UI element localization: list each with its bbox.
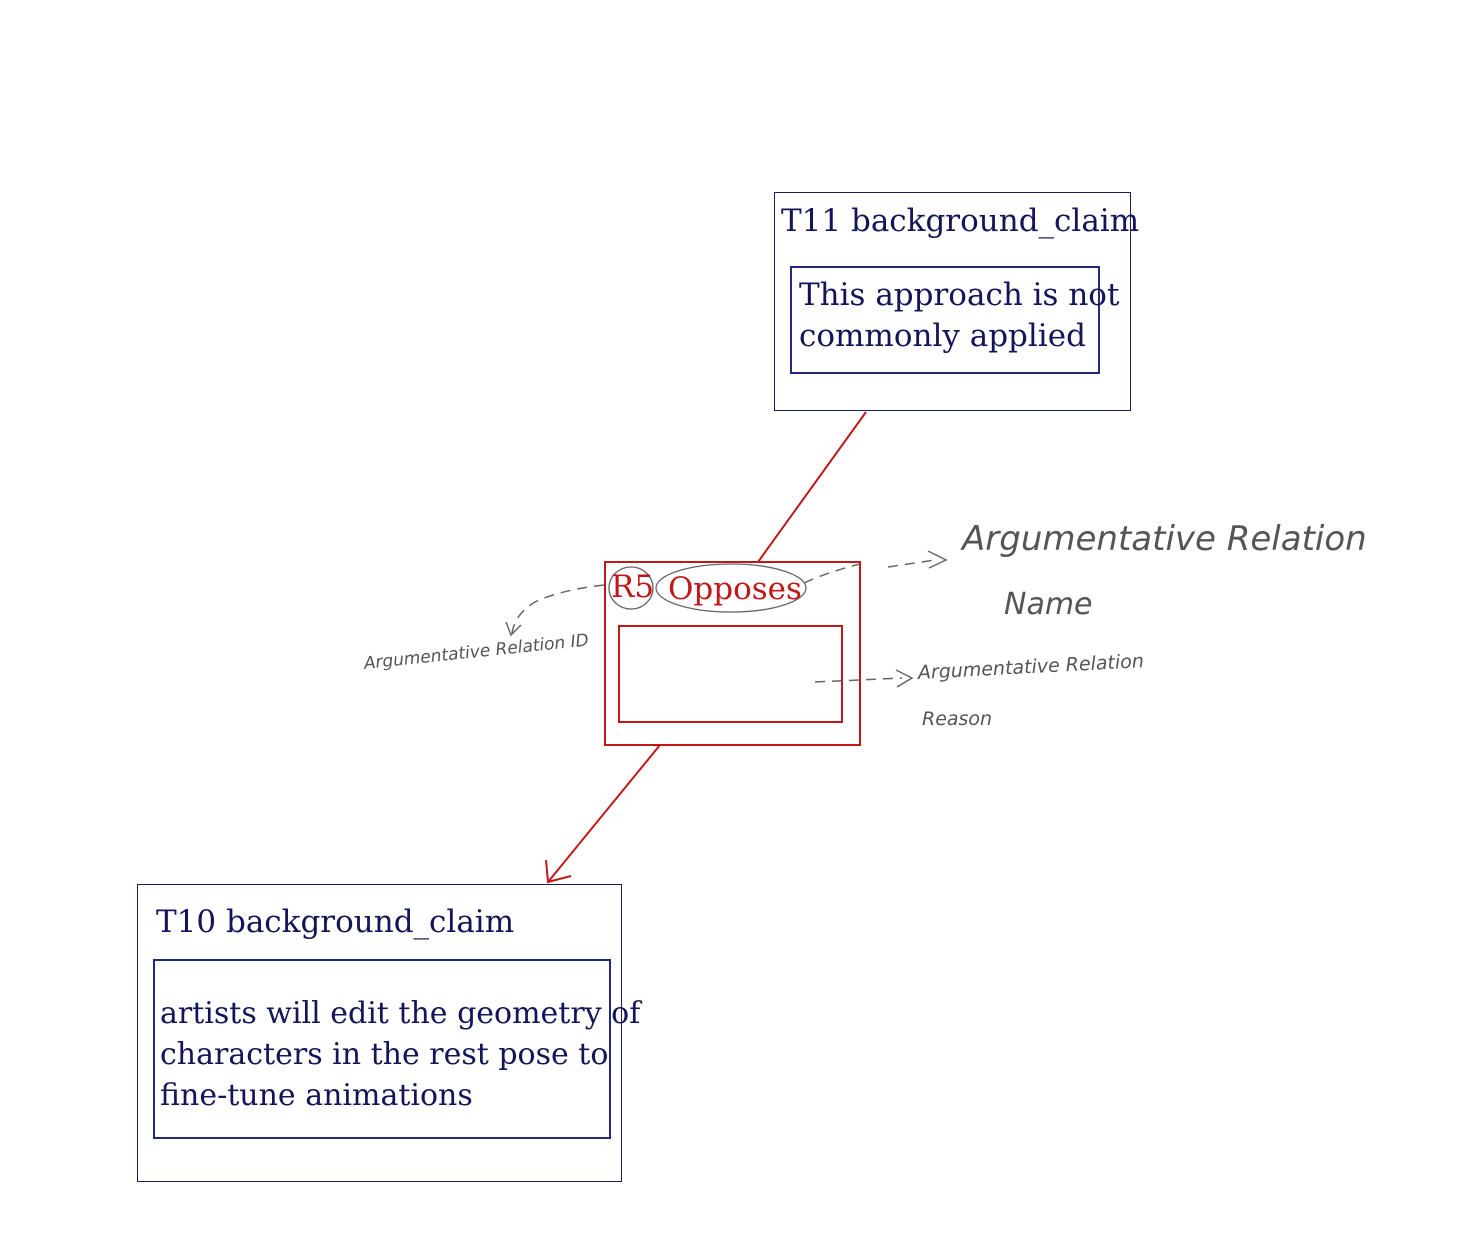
relation-id: R5: [611, 569, 655, 605]
node-text-line: characters in the rest pose to: [160, 1037, 609, 1072]
relation-name-circle: [655, 563, 807, 613]
annotation-relation-name-line2: Name: [1004, 587, 1093, 622]
relation-name: Opposes: [668, 571, 802, 607]
node-text-line: artists will edit the geometry of: [160, 996, 641, 1031]
node-text-line: fine-tune animations: [160, 1078, 473, 1113]
node-title: T10 background_claim: [156, 904, 515, 940]
arrowhead-icon: [545, 859, 572, 884]
pointer-arrowhead-icon: [895, 669, 914, 688]
node-t10-text-box: artists will edit the geometry of charac…: [153, 959, 640, 1139]
node-t11-text-box: This approach is not commonly applied: [790, 266, 1119, 374]
node-text-line: This approach is not: [799, 277, 1120, 313]
node-title: T11 background_claim: [781, 203, 1140, 239]
annotation-relation-name: Argumentative Relation: [962, 519, 1367, 559]
relation-reason-box: [618, 625, 843, 723]
connector-t11-to-r5: [757, 411, 867, 563]
pointer-arrowhead-icon: [927, 550, 948, 569]
node-t11[interactable]: T11 background_claim: [774, 192, 1139, 411]
pointer-relation-name: [803, 563, 861, 584]
annotation-relation-reason-line2: Reason: [922, 708, 993, 730]
pointer-arrowhead-icon: [505, 621, 522, 637]
relation-r5[interactable]: R5 Opposes: [604, 561, 861, 746]
relation-id-circle: [608, 566, 654, 610]
connector-r5-to-t10: [547, 744, 661, 883]
node-t10[interactable]: T10 background_claim: [137, 884, 622, 1182]
pointer-relation-id: [511, 584, 605, 634]
node-text-line: commonly applied: [799, 318, 1086, 354]
pointer-relation-reason: [814, 677, 903, 683]
